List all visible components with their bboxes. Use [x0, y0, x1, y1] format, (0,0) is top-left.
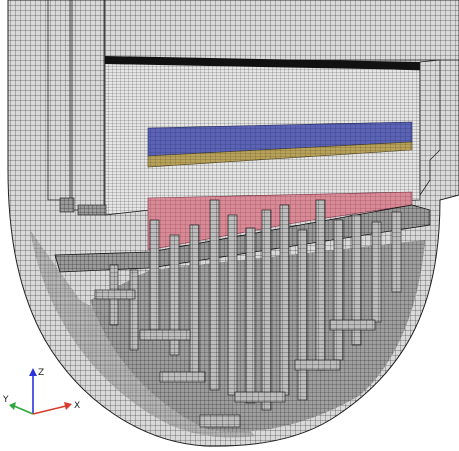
- upper-barrel: [104, 0, 459, 61]
- x-axis-line: [32, 405, 67, 415]
- y-axis-label: Y: [2, 395, 9, 405]
- y-axis-arrow: [9, 402, 16, 410]
- x-axis-arrow: [64, 402, 72, 410]
- core-top-edge: [105, 56, 420, 70]
- baffle-left-1: [47, 0, 71, 201]
- x-axis-label: X: [74, 401, 80, 411]
- core-layer-gold: [147, 141, 413, 168]
- baffle-left-2: [71, 0, 105, 211]
- z-axis-arrow: [29, 368, 37, 376]
- y-axis-line: [13, 405, 34, 415]
- core-right-wall: [419, 59, 441, 197]
- guide-tube-array: [94, 199, 402, 428]
- nozzle-stubs: [59, 197, 107, 216]
- axis-triad: Z X Y: [2, 368, 80, 415]
- z-axis-label: Z: [38, 368, 44, 378]
